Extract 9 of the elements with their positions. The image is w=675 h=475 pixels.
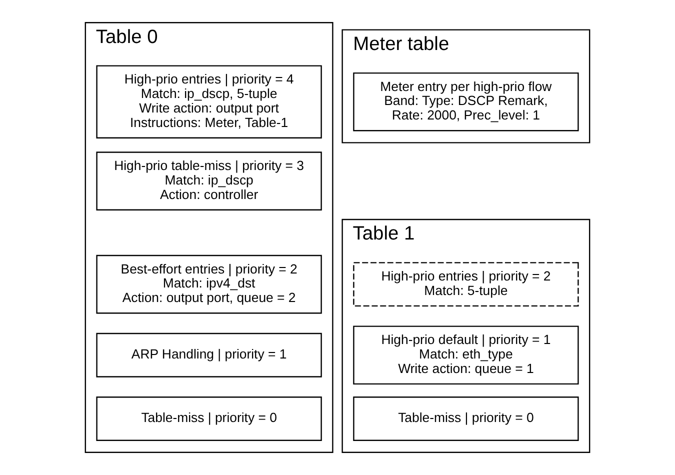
node-box: High-prio table-miss | priority = 3 Match: ip_dscp Action: controller <box>96 152 322 210</box>
node-box: High-prio entries | priority = 2 Match: 5-tuple <box>353 262 579 307</box>
node-box: Table-miss | priority = 0 <box>96 396 322 441</box>
node-box: High-prio default | priority = 1 Match: eth_type Write action: queue = 1 <box>353 326 579 385</box>
node-box: ARP Handling | priority = 1 <box>96 332 322 378</box>
node-box: Best-effort entries | priority = 2 Match: ipv4_dst Action: output port, queue = 2 <box>96 254 322 314</box>
node-box: Table-miss | priority = 0 <box>353 396 579 441</box>
node-box: Meter entry per high-prio flow Band: Type: DSCP Remark, Rate: 2000, Prec_level: 1 <box>353 72 579 132</box>
node-box: High-prio entries | priority = 4 Match: ip_dscp, 5-tuple Write action: output port Instructions: Meter, Table-1 <box>96 65 322 138</box>
